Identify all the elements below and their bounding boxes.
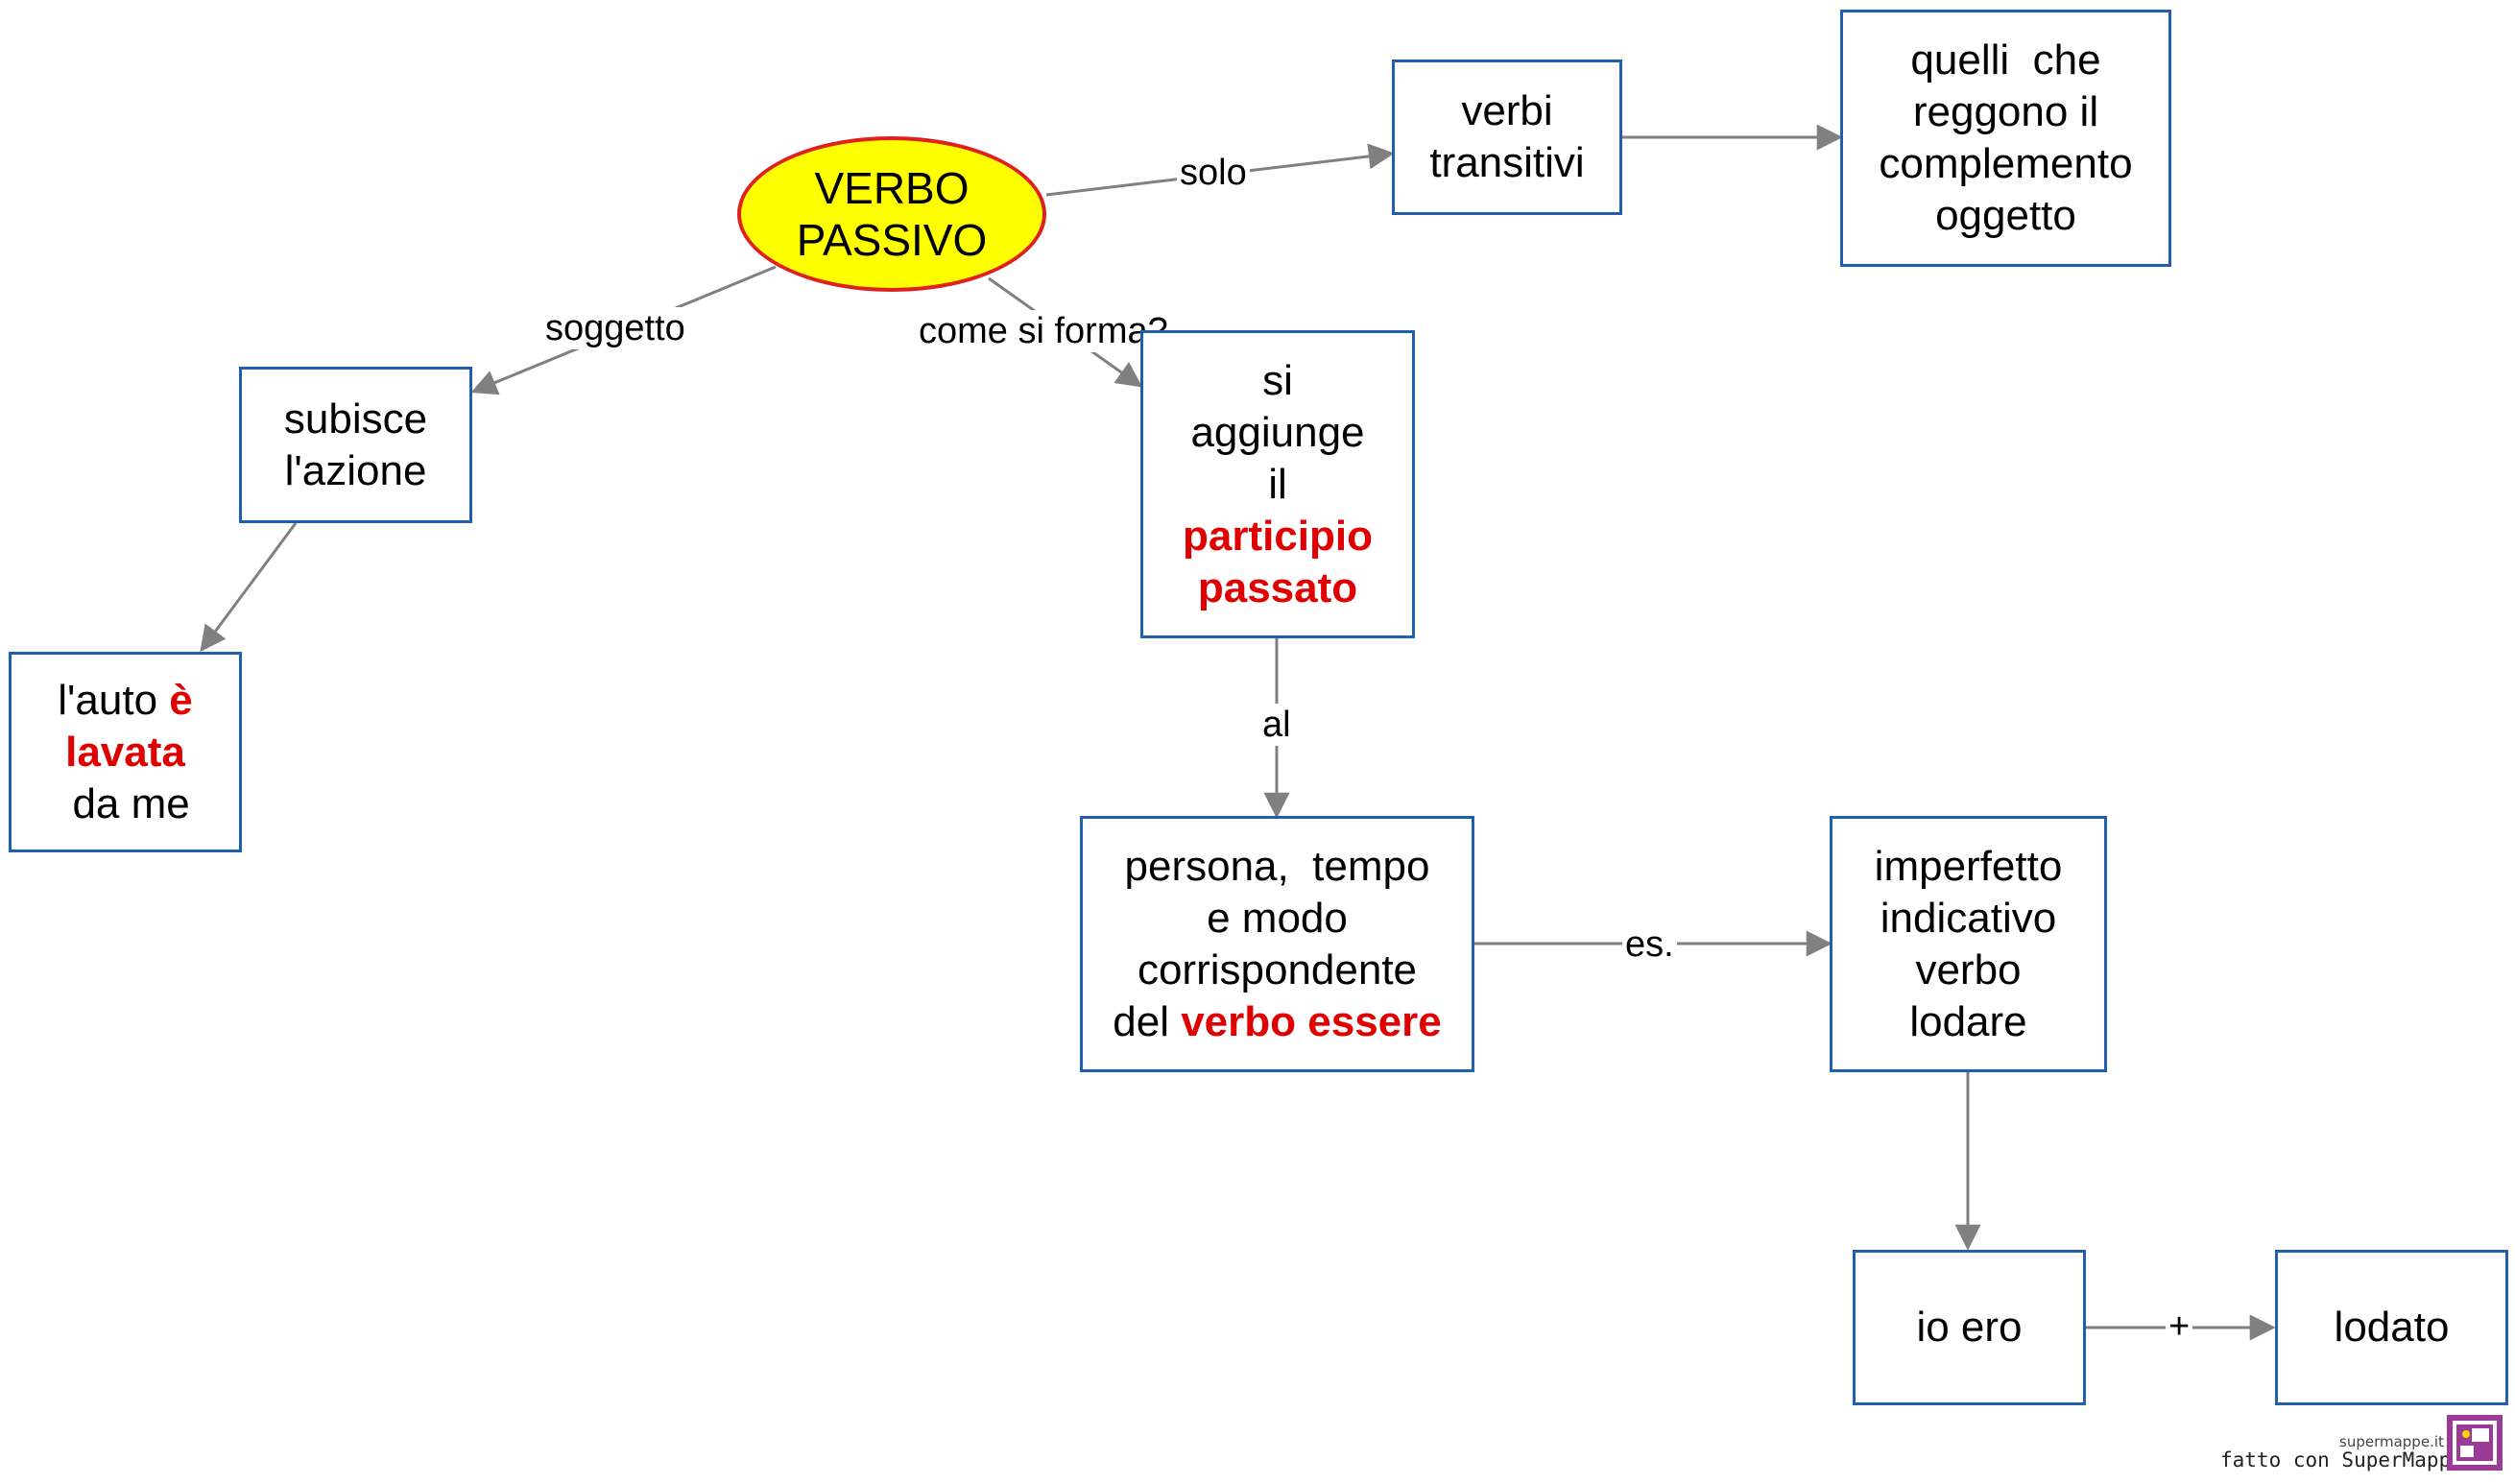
- node-text: aggiunge: [1190, 408, 1365, 456]
- node-text: corrispondente: [1137, 945, 1418, 993]
- node-text: si: [1262, 356, 1293, 404]
- edge-label-plus: +: [2166, 1305, 2193, 1348]
- node-text: e modo: [1207, 894, 1348, 942]
- edge-label-soggetto: soggetto: [542, 307, 688, 349]
- root-line-1: VERBO: [814, 163, 970, 213]
- root-line-2: PASSIVO: [796, 215, 988, 265]
- node-text: reggono il: [1912, 88, 2099, 135]
- node-text: verbo: [1915, 945, 2022, 993]
- edge-label-es: es.: [1622, 923, 1677, 966]
- supermappe-logo-icon: [2453, 1421, 2497, 1465]
- node-text: io ero: [1916, 1304, 2023, 1351]
- node-text: lodare: [1909, 997, 2027, 1045]
- node-text: lodato: [2334, 1304, 2450, 1351]
- node-imperfetto-indicativo: imperfetto indicativo verbo lodare: [1830, 816, 2107, 1072]
- node-text: da me: [60, 779, 190, 827]
- node-text: quelli che: [1910, 36, 2101, 84]
- node-text: l'auto: [58, 676, 170, 724]
- node-subisce-azione: subisce l'azione: [239, 367, 472, 523]
- node-lodato: lodato: [2275, 1250, 2508, 1405]
- node-highlight: verbo essere: [1181, 997, 1442, 1045]
- edge-label-solo: solo: [1177, 152, 1250, 194]
- node-text: imperfetto: [1874, 842, 2063, 890]
- node-highlight: passato: [1197, 563, 1358, 611]
- node-text: del: [1113, 997, 1182, 1045]
- node-text: il: [1268, 460, 1287, 508]
- node-text: indicativo: [1880, 894, 2057, 942]
- node-highlight: participio: [1182, 512, 1374, 560]
- node-persona-tempo-modo: persona, tempo e modo corrispondente del…: [1080, 816, 1474, 1072]
- node-text: persona, tempo: [1124, 842, 1430, 890]
- edge-label-come-si-forma: come si forma?: [916, 310, 1171, 352]
- node-io-ero: io ero: [1853, 1250, 2086, 1405]
- edge-label-al: al: [1259, 704, 1294, 746]
- node-esempio-auto: l'auto è lavata da me: [9, 652, 242, 852]
- node-text: l'azione: [284, 446, 427, 494]
- node-verbi-transitivi: verbi transitivi: [1392, 60, 1622, 215]
- node-highlight: lavata: [65, 728, 185, 776]
- footer-credit: fatto con SuperMappe: [2220, 1448, 2463, 1472]
- edge-subisce-to-auto: [200, 522, 298, 653]
- node-text: oggetto: [1935, 192, 2076, 239]
- node-text: complemento: [1879, 140, 2133, 187]
- node-highlight: è: [169, 676, 193, 724]
- node-text: subisce: [283, 395, 428, 443]
- supermappe-logo: [2447, 1415, 2503, 1471]
- root-node-verbo-passivo: VERBO PASSIVO: [737, 136, 1046, 292]
- node-text: transitivi: [1429, 139, 1585, 186]
- node-participio-passato: si aggiunge il participio passato: [1140, 330, 1415, 638]
- footer-site: supermappe.it: [2339, 1433, 2444, 1450]
- node-text: verbi: [1461, 87, 1553, 134]
- node-complemento-oggetto: quelli che reggono il complemento oggett…: [1840, 10, 2171, 267]
